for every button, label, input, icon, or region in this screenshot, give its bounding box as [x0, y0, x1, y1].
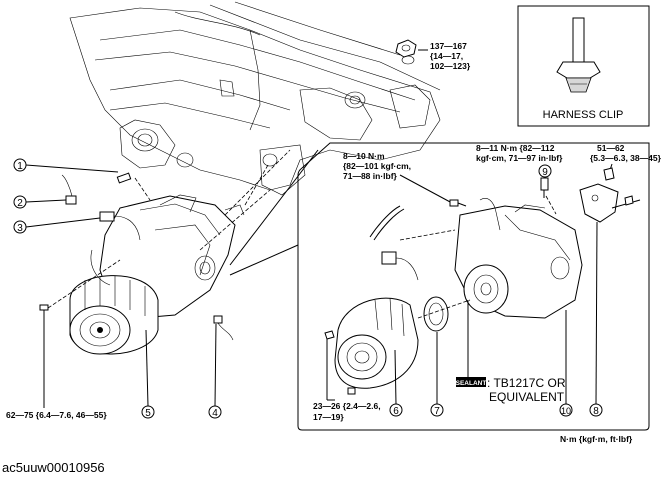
callout-9: 9: [538, 164, 552, 178]
sealant-note: SEALANT : TB1217C OR EQUIVALENT: [456, 300, 566, 404]
svg-text:71—88 in·lbf}: 71—88 in·lbf}: [343, 171, 398, 181]
harness-clip-box: HARNESS CLIP: [517, 5, 650, 127]
callout-5: 5: [141, 329, 155, 419]
inset-bolt-small: [449, 199, 467, 207]
inset-oring-7: [423, 296, 449, 332]
svg-text:{82—101 kgf·cm,: {82—101 kgf·cm,: [343, 161, 411, 171]
svg-text:{5.3—6.3, 38—45}: {5.3—6.3, 38—45}: [590, 153, 662, 163]
detail-inset: 8—10 N·m {82—101 kgf·cm, 71—88 in·lbf} 8…: [297, 142, 662, 431]
svg-text:51—62: 51—62: [597, 143, 625, 153]
svg-text:9: 9: [542, 167, 548, 178]
torque-inset-8-10: 8—10 N·m {82—101 kgf·cm, 71—88 in·lbf}: [343, 151, 453, 204]
callout-4: 4: [208, 323, 222, 419]
callout-1: 1: [13, 158, 119, 173]
svg-text:kgf·cm, 71—97 in·lbf}: kgf·cm, 71—97 in·lbf}: [476, 153, 563, 163]
subframe-body-drawing: [69, 1, 441, 196]
svg-text:137—167: 137—167: [430, 41, 467, 51]
torque-top-right: 137—167 {14—17, 102—123}: [430, 41, 471, 71]
svg-text:6: 6: [393, 406, 399, 417]
svg-text:1: 1: [17, 161, 23, 172]
torque-inset-51-62: 51—62 {5.3—6.3, 38—45}: [590, 143, 662, 177]
svg-text:23—26 {2.4—2.6,: 23—26 {2.4—2.6,: [313, 401, 381, 411]
harness-clip-icon: [556, 17, 601, 93]
svg-text:SEALANT: SEALANT: [456, 380, 487, 387]
inset-hose: [369, 198, 501, 241]
inset-bracket-8: [579, 167, 641, 223]
svg-text:3: 3: [17, 223, 23, 234]
svg-text:8—10 N·m: 8—10 N·m: [343, 151, 385, 161]
svg-text:17—19}: 17—19}: [313, 412, 344, 422]
svg-text:5: 5: [145, 408, 151, 419]
rear-differential-assembly: [39, 172, 245, 392]
svg-text:8: 8: [593, 406, 599, 417]
torque-inset-23-26: 23—26 {2.4—2.6, 17—19}: [313, 338, 381, 422]
inset-coupling-6: [324, 297, 419, 395]
callout-7: 7: [430, 332, 444, 417]
svg-text:8—11 N·m {82—112: 8—11 N·m {82—112: [476, 143, 555, 153]
inset-diff-housing-10: [454, 204, 583, 319]
callouts-left: 1 2 3 4 5: [13, 158, 222, 419]
nut-top: [395, 39, 428, 58]
inset-sensor-9: [540, 177, 549, 198]
svg-text:7: 7: [434, 406, 440, 417]
svg-text:62—75 {6.4—7.6, 46—55}: 62—75 {6.4—7.6, 46—55}: [6, 410, 107, 420]
callout-10: 10: [559, 310, 573, 417]
svg-text:: TB1217C OR: : TB1217C OR: [487, 376, 566, 390]
svg-text:2: 2: [17, 198, 23, 209]
callout-3: 3: [13, 217, 101, 234]
units-note: N·m {kgf·m, ft·lbf}: [560, 434, 633, 444]
torque-bolt-left: 62—75 {6.4—7.6, 46—55}: [6, 392, 107, 420]
dashed-guides: [47, 149, 291, 309]
svg-text:10: 10: [561, 406, 571, 416]
svg-text:4: 4: [212, 408, 218, 419]
svg-text:EQUIVALENT: EQUIVALENT: [489, 390, 565, 404]
torque-inset-8-11: 8—11 N·m {82—112 kgf·cm, 71—97 in·lbf}: [476, 143, 563, 163]
callout-2: 2: [13, 195, 67, 209]
svg-text:{14—17,: {14—17,: [430, 51, 463, 61]
svg-text:102—123}: 102—123}: [430, 61, 471, 71]
harness-clip-label: HARNESS CLIP: [543, 109, 624, 121]
diagram-id: ac5uuw00010956: [2, 460, 105, 475]
inset-connector: [381, 251, 419, 281]
callout-6: 6: [389, 349, 403, 417]
callout-8: 8: [589, 221, 603, 417]
